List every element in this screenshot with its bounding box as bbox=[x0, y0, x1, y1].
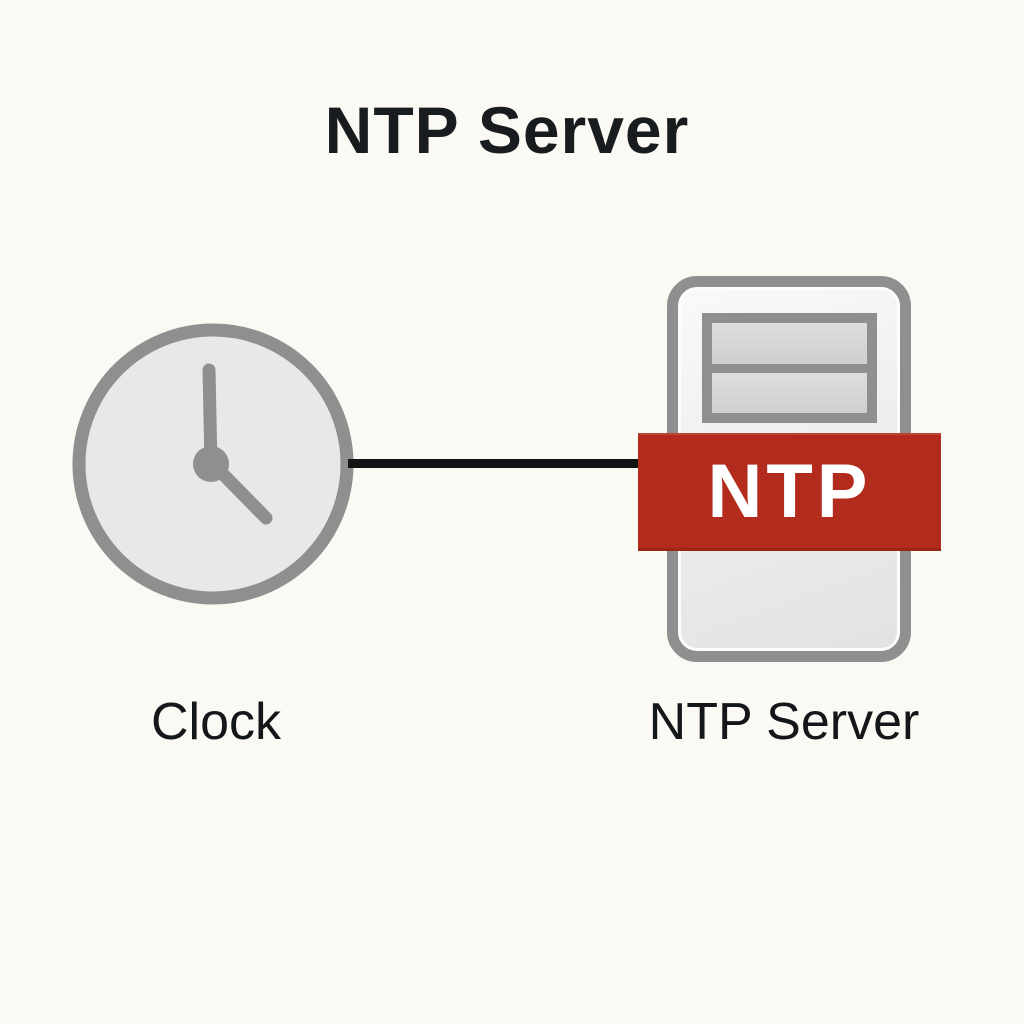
server-front-panel bbox=[702, 313, 877, 423]
clock-node-label: Clock bbox=[150, 693, 282, 751]
page-title: NTP Server bbox=[324, 93, 690, 167]
ntp-badge-label: NTP bbox=[707, 449, 872, 534]
server-drive-bay bbox=[712, 323, 867, 364]
connector-line bbox=[348, 459, 639, 468]
clock-icon bbox=[72, 323, 354, 605]
server-drive-bay bbox=[712, 372, 867, 413]
ntp-badge: NTP bbox=[638, 433, 941, 551]
ntp-server-node-label: NTP Server bbox=[648, 693, 920, 751]
